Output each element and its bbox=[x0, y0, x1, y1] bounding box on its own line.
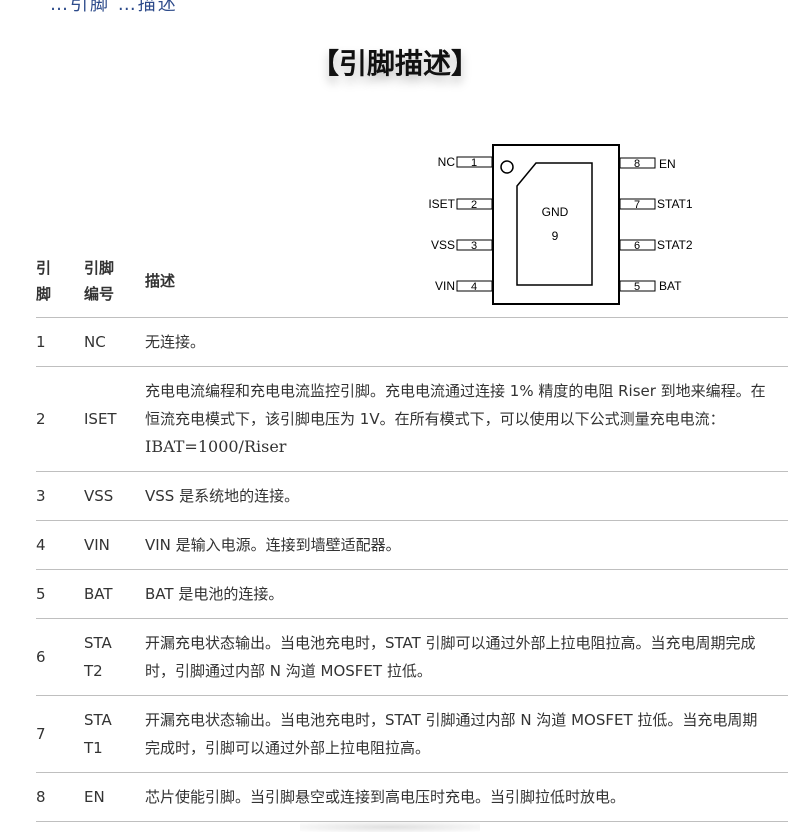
pin-desc: 充电电流编程和充电电流监控引脚。充电电流通过连接 1% 精度的电阻 Riser … bbox=[145, 366, 788, 472]
pin-name: BAT bbox=[84, 569, 145, 619]
pin-desc: 芯片使能引脚。当引脚悬空或连接到高电压时充电。当引脚拉低时放电。 bbox=[145, 772, 788, 822]
pin-desc: 开漏充电状态输出。当电池充电时，STAT 引脚可以通过外部上拉电阻拉高。当充电周… bbox=[145, 618, 788, 696]
pin-description-table: 引脚 引脚编号 描述 1 NC 无连接。 2 ISET 充电电流编程和充电电流监… bbox=[36, 245, 788, 822]
left-pin-2: 2 ISET bbox=[428, 197, 493, 211]
pin-num: 7 bbox=[36, 695, 84, 773]
pin-num: 1 bbox=[36, 317, 84, 367]
pin-num: 4 bbox=[36, 520, 84, 570]
pin-num: 8 bbox=[36, 772, 84, 822]
pin-name: NC bbox=[84, 317, 145, 367]
pin-label: EN bbox=[659, 157, 676, 171]
table-header-row: 引脚 引脚编号 描述 bbox=[36, 245, 788, 318]
pin-name: ISET bbox=[84, 366, 145, 472]
pin-label: STAT1 bbox=[657, 197, 693, 211]
pin-desc: 无连接。 bbox=[145, 317, 788, 367]
pin-name: STAT2 bbox=[84, 618, 145, 696]
pin-desc: BAT 是电池的连接。 bbox=[145, 569, 788, 619]
pin-name: STAT1 bbox=[84, 695, 145, 773]
header-description: 描述 bbox=[145, 245, 788, 318]
bottom-shadow bbox=[300, 822, 480, 832]
table-row: 2 ISET 充电电流编程和充电电流监控引脚。充电电流通过连接 1% 精度的电阻… bbox=[36, 366, 788, 472]
header-pin: 引脚 bbox=[36, 245, 84, 318]
header-pin-number: 引脚编号 bbox=[84, 245, 145, 318]
table-row: 4 VIN VIN 是输入电源。连接到墙壁适配器。 bbox=[36, 520, 788, 570]
pin-desc: VIN 是输入电源。连接到墙壁适配器。 bbox=[145, 520, 788, 570]
left-pin-1: 1 NC bbox=[438, 155, 493, 169]
section-title: 【引脚描述】 bbox=[310, 47, 479, 80]
formula: IBAT=1000/Riser bbox=[145, 437, 287, 456]
pin-num: 3 bbox=[36, 471, 84, 521]
table-row: 7 STAT1 开漏充电状态输出。当电池充电时，STAT 引脚通过内部 N 沟道… bbox=[36, 695, 788, 773]
right-pin-8: 8 EN bbox=[619, 157, 676, 171]
pin-label: ISET bbox=[428, 197, 455, 211]
pin-name: EN bbox=[84, 772, 145, 822]
pin-number: 2 bbox=[471, 199, 477, 211]
pin-label: NC bbox=[438, 155, 456, 169]
pin-num: 2 bbox=[36, 366, 84, 472]
pin-number: 1 bbox=[471, 157, 477, 169]
pin1-marker bbox=[500, 160, 514, 174]
table-row: 1 NC 无连接。 bbox=[36, 317, 788, 367]
pin-desc: VSS 是系统地的连接。 bbox=[145, 471, 788, 521]
pad-number: 9 bbox=[552, 229, 559, 243]
right-pin-7: 7 STAT1 bbox=[619, 197, 693, 211]
pin-name: VSS bbox=[84, 471, 145, 521]
table-row: 3 VSS VSS 是系统地的连接。 bbox=[36, 471, 788, 521]
table-row: 5 BAT BAT 是电池的连接。 bbox=[36, 569, 788, 619]
pin-number: 8 bbox=[634, 158, 640, 170]
pin-num: 5 bbox=[36, 569, 84, 619]
table-row: 6 STAT2 开漏充电状态输出。当电池充电时，STAT 引脚可以通过外部上拉电… bbox=[36, 618, 788, 696]
pin-name: VIN bbox=[84, 520, 145, 570]
pin-desc: 开漏充电状态输出。当电池充电时，STAT 引脚通过内部 N 沟道 MOSFET … bbox=[145, 695, 788, 773]
clipped-heading-fragment: …引脚 …描述 bbox=[50, 0, 178, 15]
pad-label: GND bbox=[542, 205, 569, 219]
pin-num: 6 bbox=[36, 618, 84, 696]
table-row: 8 EN 芯片使能引脚。当引脚悬空或连接到高电压时充电。当引脚拉低时放电。 bbox=[36, 772, 788, 822]
pin-number: 7 bbox=[634, 199, 640, 211]
